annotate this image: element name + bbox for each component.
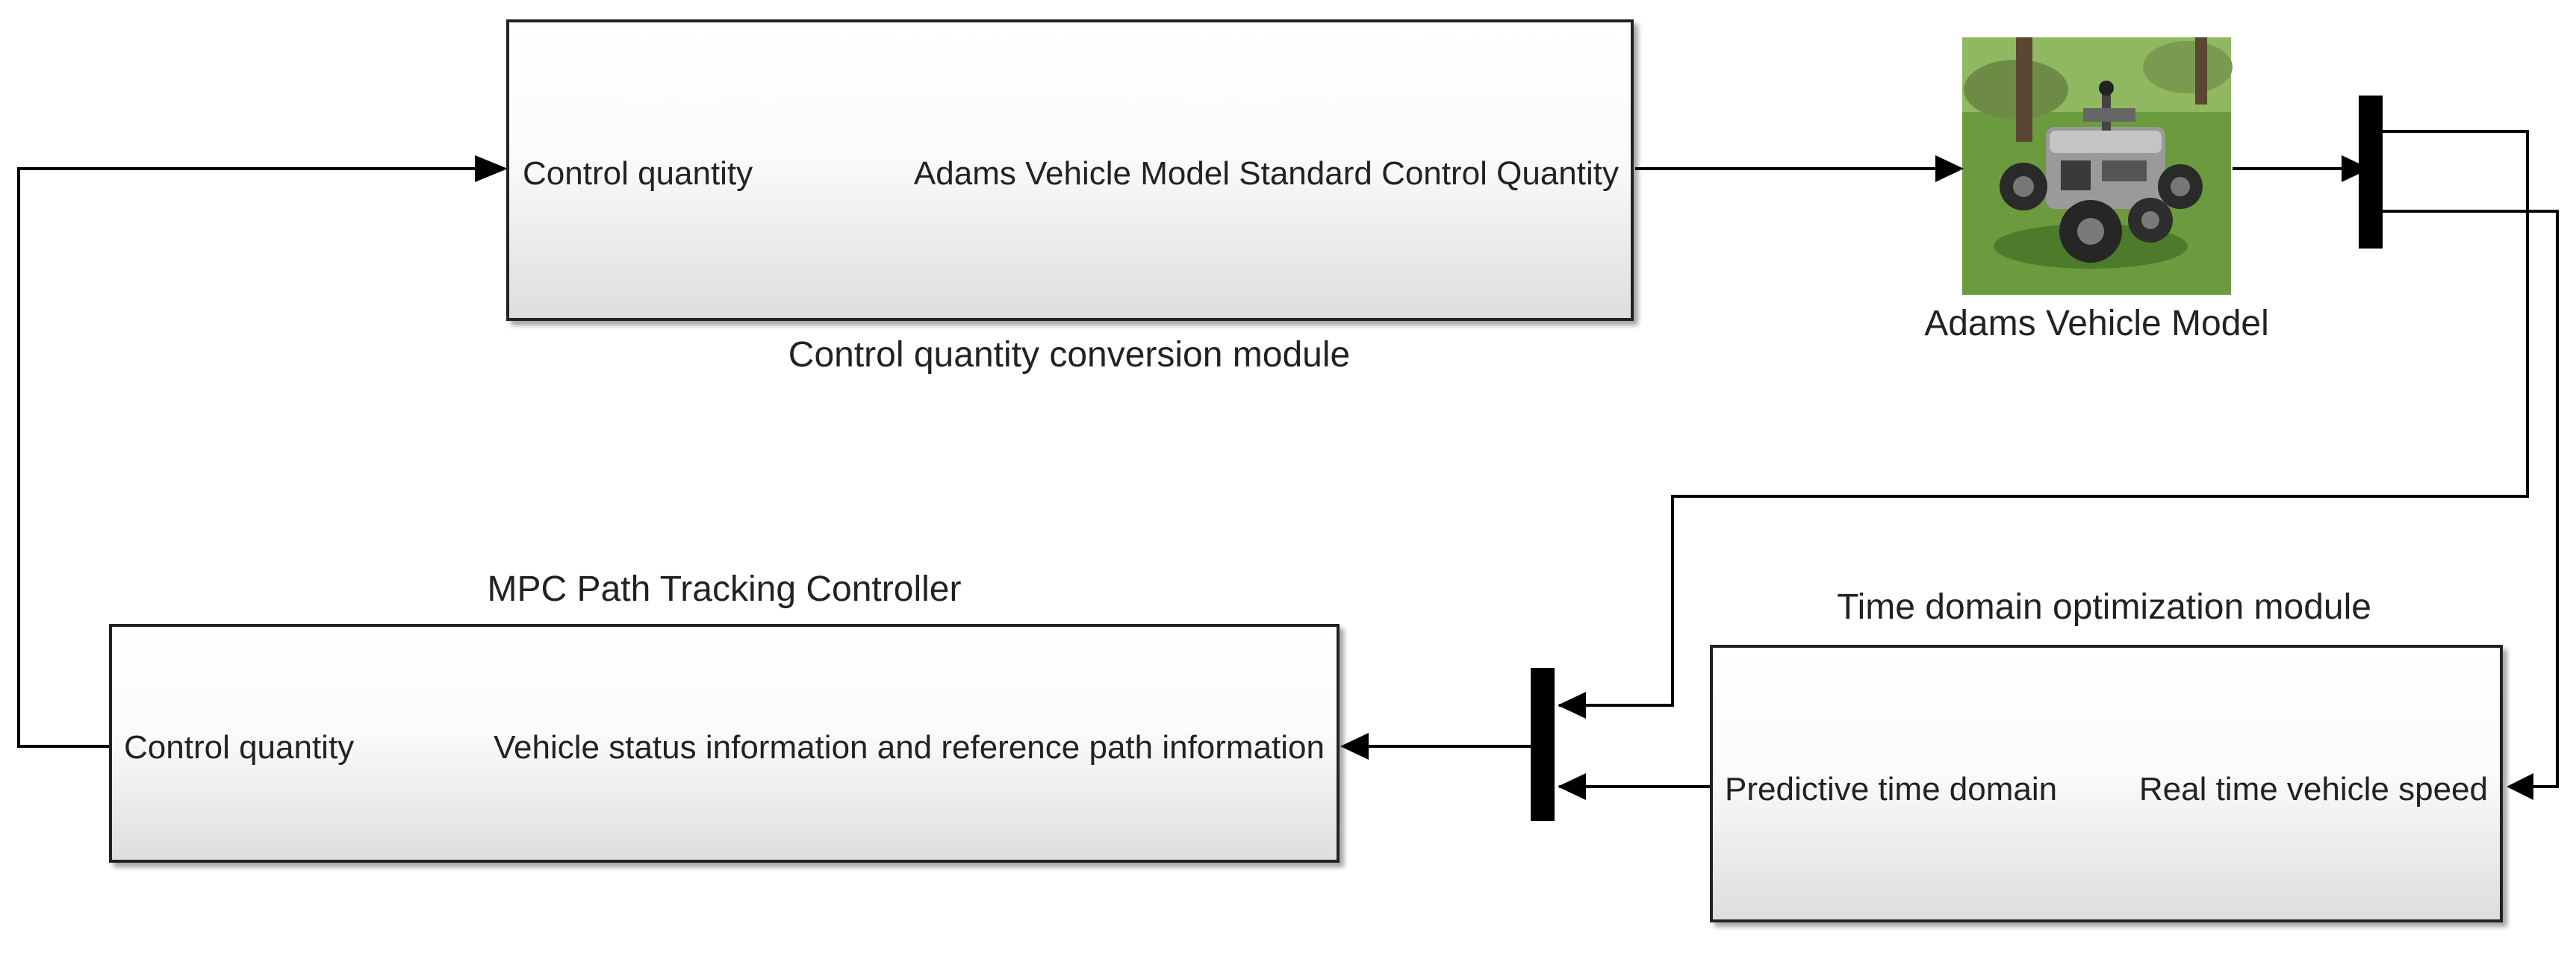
time-domain-module-caption: Time domain optimization module [1837, 587, 2371, 627]
line-mux-to-mux2 [1559, 130, 2529, 707]
mpc-controller-block[interactable]: Control quantity Vehicle status informat… [109, 624, 1340, 863]
arrow-into-conversion [475, 155, 508, 182]
time-domain-module-block[interactable]: Predictive time domain Real time vehicle… [1710, 645, 2503, 922]
adams-vehicle-model-caption: Adams Vehicle Model [1924, 304, 2269, 343]
time-domain-input-port-label: Real time vehicle speed [2138, 771, 2488, 808]
adams-vehicle-image [1962, 37, 2233, 295]
arrow-into-time-domain [2507, 773, 2533, 800]
mux-top [2359, 96, 2383, 249]
arrow-into-mux2-lower [1558, 773, 1586, 800]
time-domain-output-port-label: Predictive time domain [1725, 771, 2058, 808]
arrow-into-adams [1935, 155, 1964, 182]
arrowheads [475, 155, 2533, 800]
arrow-into-mux1 [2342, 155, 2370, 182]
conversion-output-port-label: Adams Vehicle Model Standard Control Qua… [913, 155, 1619, 192]
arrow-into-mux2-upper [1558, 692, 1586, 719]
mpc-input-port-label: Vehicle status information and reference… [494, 729, 1325, 766]
mpc-output-port-label: Control quantity [124, 729, 355, 766]
conversion-input-port-label: Control quantity [523, 155, 753, 192]
arrow-into-mpc [1340, 733, 1369, 760]
mux-bottom [1531, 668, 1555, 821]
conversion-module-caption: Control quantity conversion module [788, 335, 1351, 375]
conversion-module-block[interactable]: Control quantity Adams Vehicle Model Sta… [506, 19, 1634, 321]
line-mux-to-time-domain [2382, 210, 2559, 788]
mpc-controller-caption: MPC Path Tracking Controller [487, 569, 962, 609]
line-mpc-to-conversion [17, 167, 475, 748]
connections [17, 130, 2559, 788]
